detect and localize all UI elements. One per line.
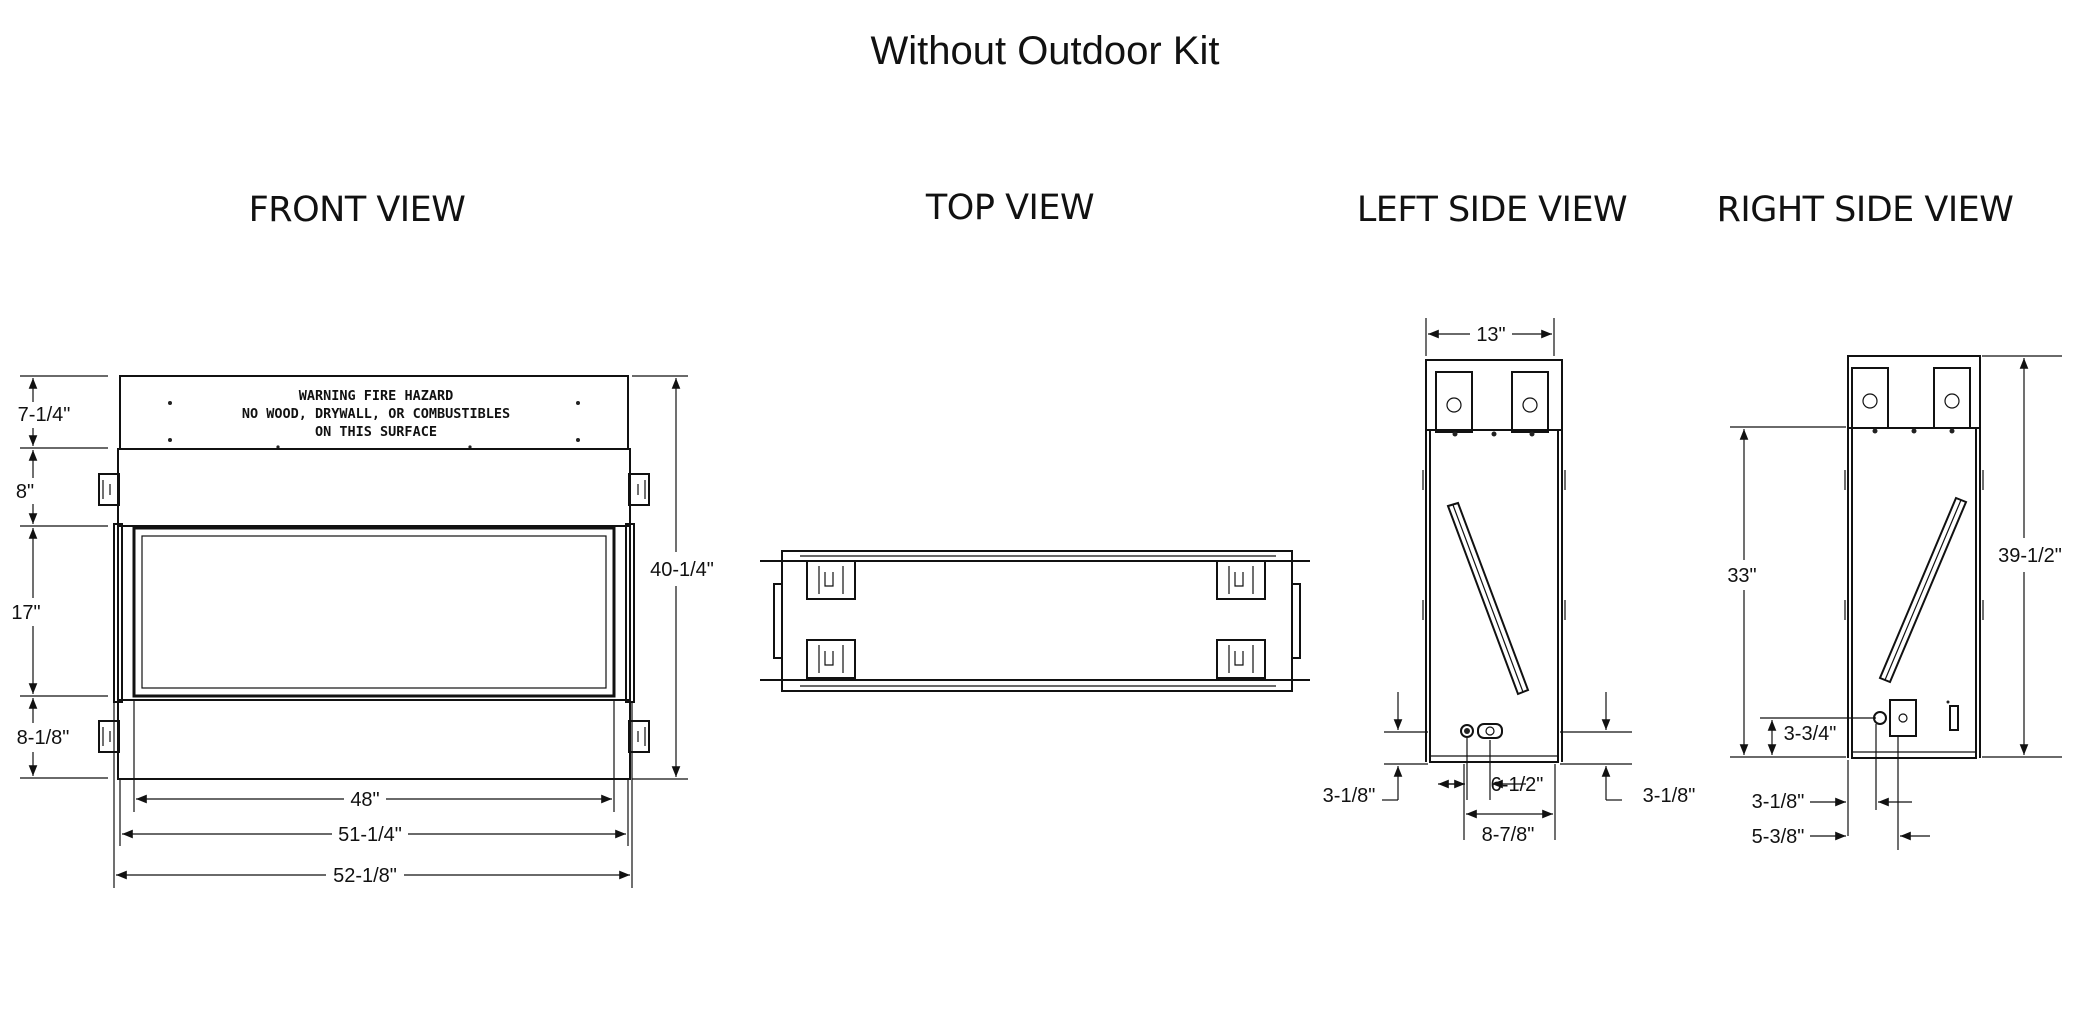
right-side-view-heading: RIGHT SIDE VIEW (1717, 190, 2014, 230)
front-bracket-tr (628, 473, 650, 506)
right-dim-body-height: 33" (1727, 565, 1756, 587)
top-bracket-br (1216, 639, 1266, 679)
left-dim-spacing: 6-1/2" (1491, 774, 1544, 796)
left-dim-right-offset: 3-1/8" (1643, 785, 1696, 807)
front-dim-total-height: 40-1/4" (650, 559, 714, 581)
page-title: Without Outdoor Kit (870, 29, 1219, 73)
left-side-view-drawing (1422, 359, 1566, 763)
front-bracket-bl (98, 720, 120, 753)
front-dim-overall-width: 52-1/8" (333, 865, 397, 887)
front-view-drawing (98, 375, 650, 780)
front-bracket-br (628, 720, 650, 753)
top-bracket-tr (1216, 560, 1266, 600)
left-dim-width: 8-7/8" (1482, 824, 1535, 846)
top-view-heading: TOP VIEW (925, 188, 1094, 228)
left-dim-depth: 13" (1476, 324, 1505, 346)
left-dimension-lines (1382, 318, 1632, 840)
front-dim-upper: 8" (16, 481, 34, 503)
front-view-heading: FRONT VIEW (249, 190, 466, 230)
left-dim-left-offset: 3-1/8" (1323, 785, 1376, 807)
right-dim-conn-height: 3-3/4" (1784, 723, 1837, 745)
left-side-view-heading: LEFT SIDE VIEW (1357, 190, 1627, 230)
right-side-view-drawing (1844, 355, 1984, 759)
right-dim-offset-a: 3-1/8" (1752, 791, 1805, 813)
front-dim-inner-width: 51-1/4" (338, 824, 402, 846)
right-dim-offset-b: 5-3/8" (1752, 826, 1805, 848)
front-bracket-tl (98, 473, 120, 506)
top-bracket-bl (806, 639, 856, 679)
top-bracket-tl (806, 560, 856, 600)
warning-line-2: NO WOOD, DRYWALL, OR COMBUSTIBLES (242, 406, 510, 422)
front-dim-lower: 8-1/8" (17, 727, 70, 749)
front-dimension-lines (20, 375, 688, 888)
right-dim-total-height: 39-1/2" (1998, 545, 2062, 567)
warning-line-1: WARNING FIRE HAZARD (299, 388, 453, 404)
front-dim-glass-width: 48" (350, 789, 379, 811)
front-dim-glass: 17" (11, 602, 40, 624)
right-dimension-lines (1730, 355, 2062, 850)
top-view-drawing (760, 550, 1310, 692)
warning-line-3: ON THIS SURFACE (315, 424, 437, 440)
front-dim-top-panel: 7-1/4" (18, 404, 71, 426)
